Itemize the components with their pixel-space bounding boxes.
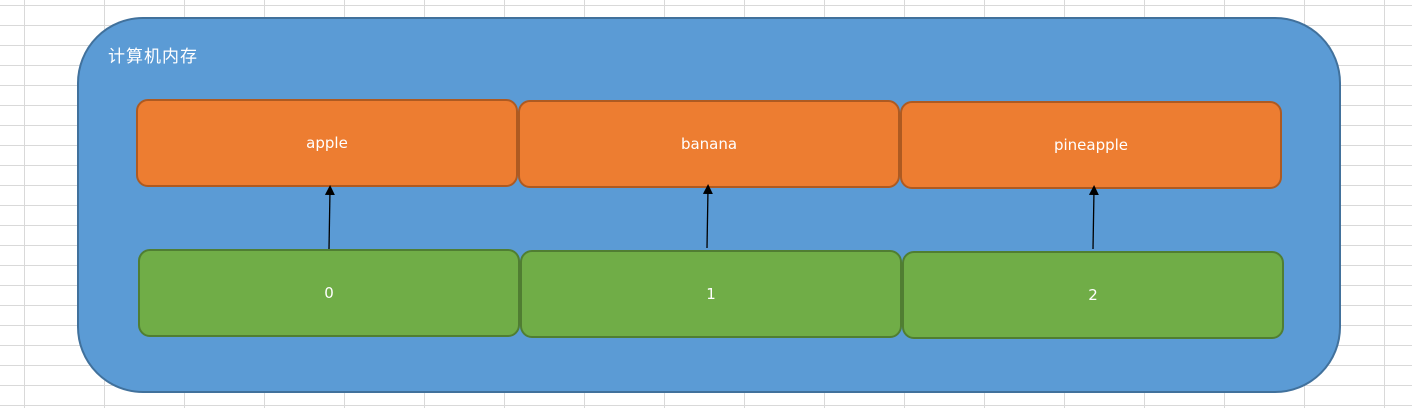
value-label: apple [306, 134, 348, 152]
index-label: 1 [706, 285, 716, 303]
memory-title: 计算机内存 [108, 47, 198, 67]
value-box-apple: apple [136, 99, 518, 187]
value-box-banana: banana [518, 100, 900, 188]
value-label: pineapple [1053, 136, 1129, 154]
index-box-1: 1 [520, 250, 902, 338]
value-label: banana [680, 135, 738, 153]
index-box-0: 0 [138, 249, 520, 337]
index-box-2: 2 [902, 251, 1284, 339]
index-label: 0 [324, 284, 334, 302]
value-box-pineapple: pineapple [900, 101, 1282, 189]
index-label: 2 [1088, 286, 1098, 304]
